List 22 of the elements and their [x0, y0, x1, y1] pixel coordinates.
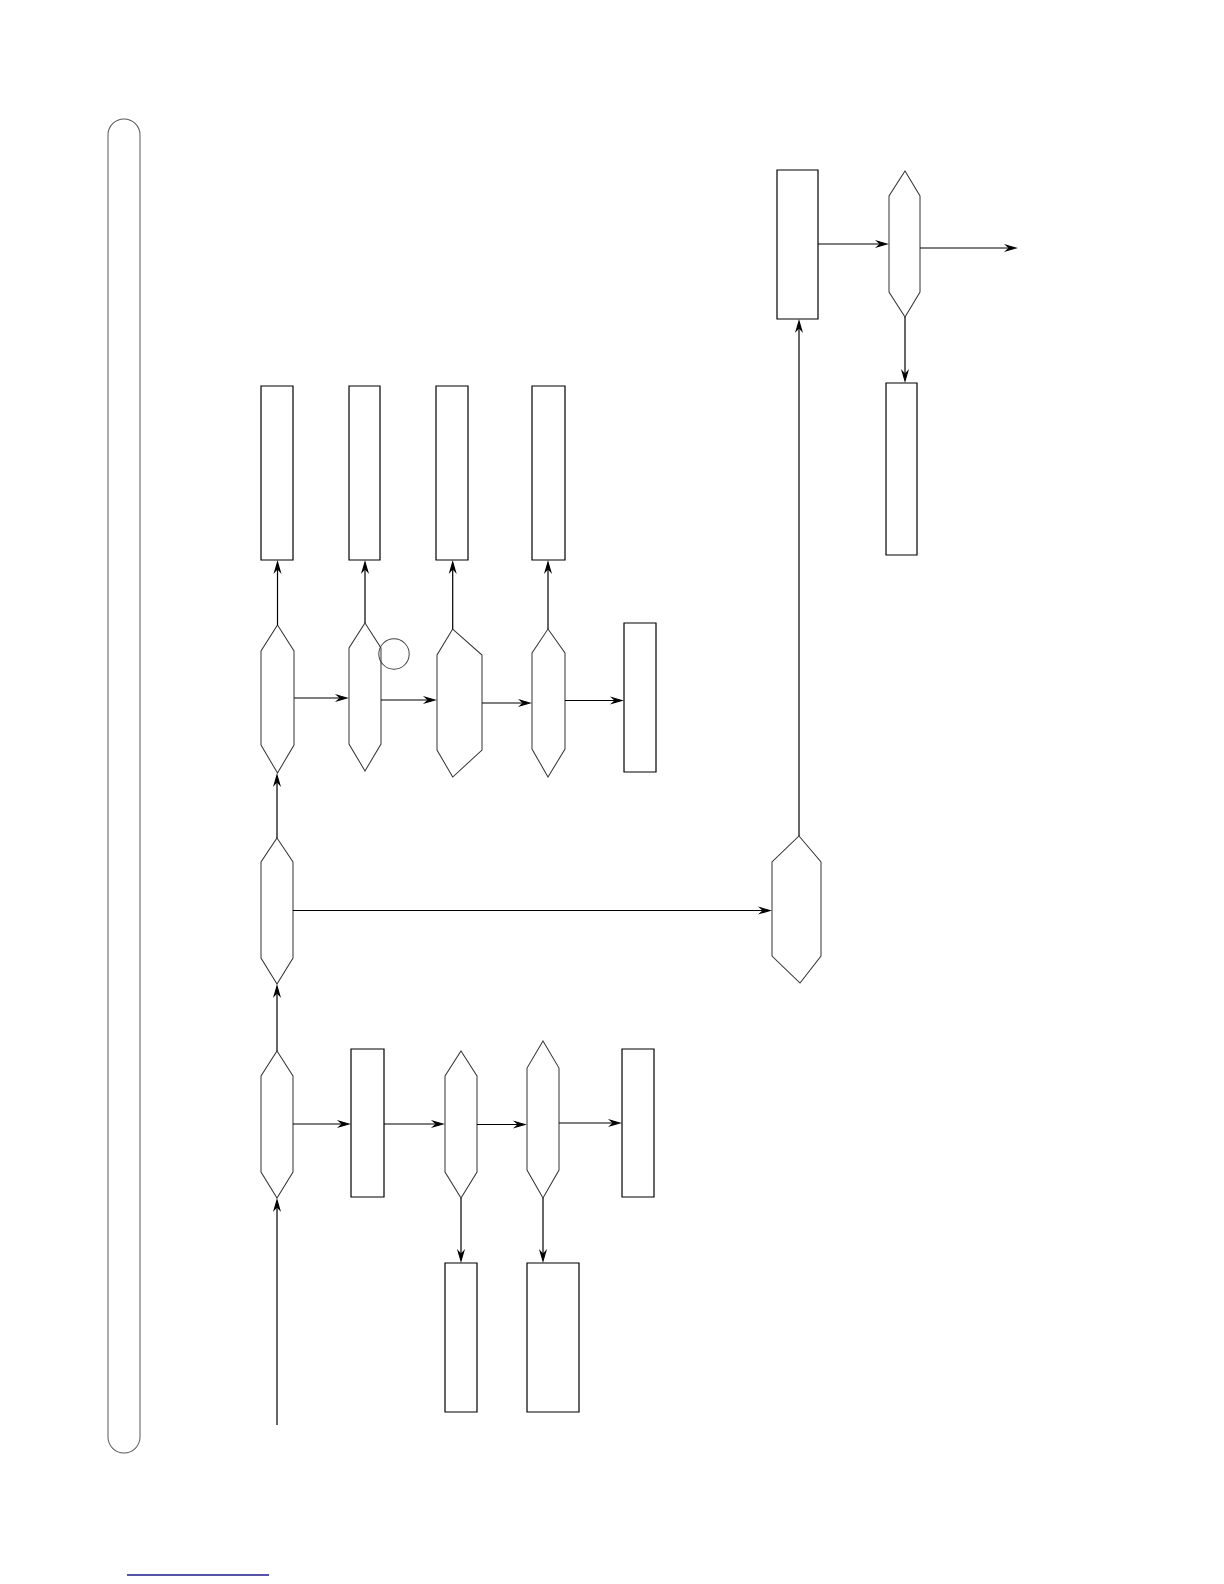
process-box	[350, 1048, 385, 1198]
hexagon	[444, 1050, 478, 1199]
hexagon	[260, 624, 295, 774]
process-box	[885, 382, 918, 556]
process-box	[260, 385, 294, 561]
process-box	[621, 1048, 655, 1198]
hexagon	[348, 622, 382, 772]
hexagon	[436, 628, 483, 778]
process-box	[531, 385, 566, 561]
process-box	[526, 1262, 580, 1413]
hexagon	[260, 837, 294, 985]
hexagon	[888, 170, 921, 318]
rounded-bar	[107, 118, 141, 1454]
process-box	[444, 1262, 478, 1413]
process-box	[776, 169, 819, 320]
process-box	[623, 622, 657, 773]
hexagon	[531, 628, 566, 778]
process-box	[435, 385, 469, 561]
hexagon	[771, 835, 822, 984]
hexagon	[260, 1050, 294, 1199]
hexagon	[526, 1040, 560, 1199]
process-box	[348, 385, 381, 561]
